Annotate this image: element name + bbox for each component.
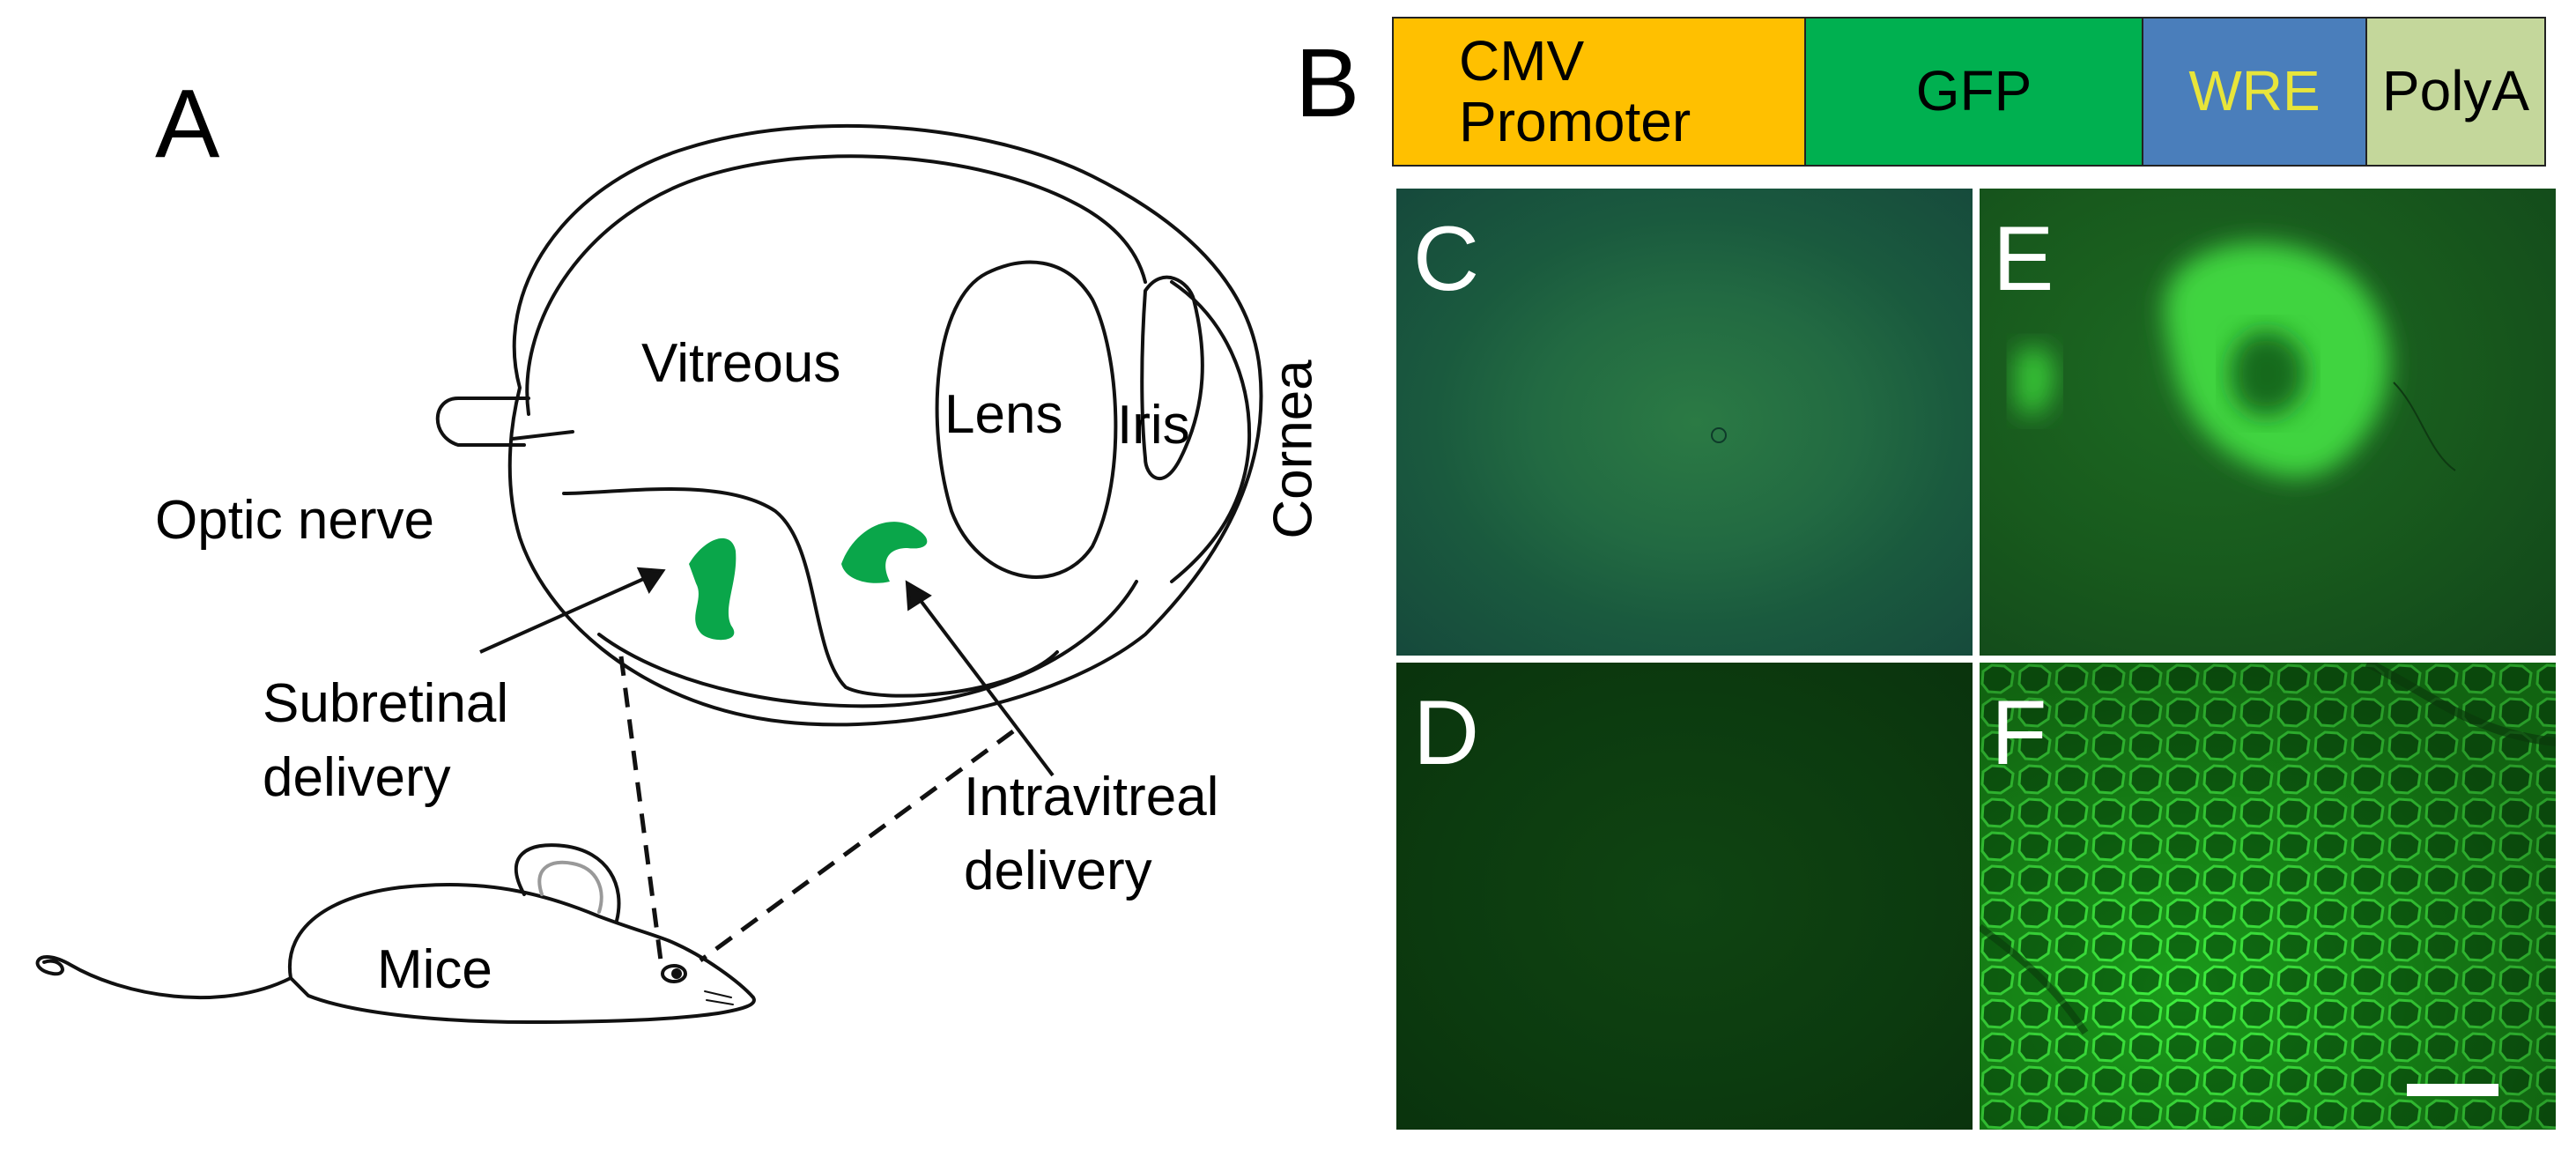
dashed-line-left <box>618 656 663 961</box>
eye-inner-wall <box>525 154 1147 416</box>
label-subretinal-line1: Subretinal <box>263 673 509 734</box>
micrograph-d <box>1396 663 1973 1130</box>
subretinal-arrow <box>479 575 648 654</box>
label-subretinal-line2: delivery <box>263 747 451 808</box>
subretinal-gfp-injection <box>689 537 737 641</box>
vitreous-chamber <box>562 487 1059 698</box>
construct-segment-cmv-promoter: CMV Promoter <box>1392 17 1806 167</box>
cmv-label-line2: Promoter <box>1459 90 1691 153</box>
micrograph-c <box>1396 189 1973 656</box>
label-iris: Iris <box>1117 395 1190 456</box>
label-vitreous: Vitreous <box>641 333 841 394</box>
gfp-label: GFP <box>1915 59 2032 123</box>
scale-bar <box>2407 1084 2498 1096</box>
label-optic-nerve: Optic nerve <box>155 490 435 551</box>
dashed-line-right <box>699 729 1015 963</box>
micrograph-e-letter: E <box>1993 208 2054 310</box>
construct-segment-gfp: GFP <box>1804 17 2143 167</box>
label-mice: Mice <box>377 939 492 1000</box>
panel-a-letter: A <box>155 70 220 178</box>
wre-label: WRE <box>2188 59 2321 123</box>
label-cornea: Cornea <box>1262 360 1324 539</box>
panel-b-letter: B <box>1295 29 1360 137</box>
mouse-body <box>287 883 756 1024</box>
mouse-ear-outer <box>514 843 621 923</box>
cmv-label-line1: CMV <box>1459 28 1585 93</box>
micrograph-f-letter: F <box>1991 682 2047 784</box>
eye-outer-wall <box>507 124 1263 727</box>
micrograph-f <box>1980 663 2556 1130</box>
intravitreal-gfp-injection <box>841 522 928 583</box>
mouse-drawing <box>35 843 756 1024</box>
polya-label: PolyA <box>2381 59 2530 123</box>
label-lens: Lens <box>944 384 1063 445</box>
eye-diagram <box>35 124 1263 1024</box>
construct-segment-polya: PolyA <box>2365 17 2546 167</box>
micrograph-c-letter: C <box>1413 208 1480 310</box>
lens-outline <box>935 260 1118 579</box>
micrograph-e <box>1980 189 2556 656</box>
iris-outline <box>1140 275 1204 481</box>
cornea-outline <box>1170 280 1252 583</box>
construct-segment-wre: WRE <box>2142 17 2367 167</box>
optic-nerve-stub <box>435 397 530 447</box>
label-intravitreal-line1: Intravitreal <box>964 767 1219 827</box>
micrograph-d-letter: D <box>1413 682 1480 784</box>
intravitreal-arrow <box>914 593 1055 777</box>
mouse-ear-inner <box>537 860 603 914</box>
label-intravitreal-line2: delivery <box>964 841 1152 901</box>
mouse-tail <box>35 955 292 1000</box>
